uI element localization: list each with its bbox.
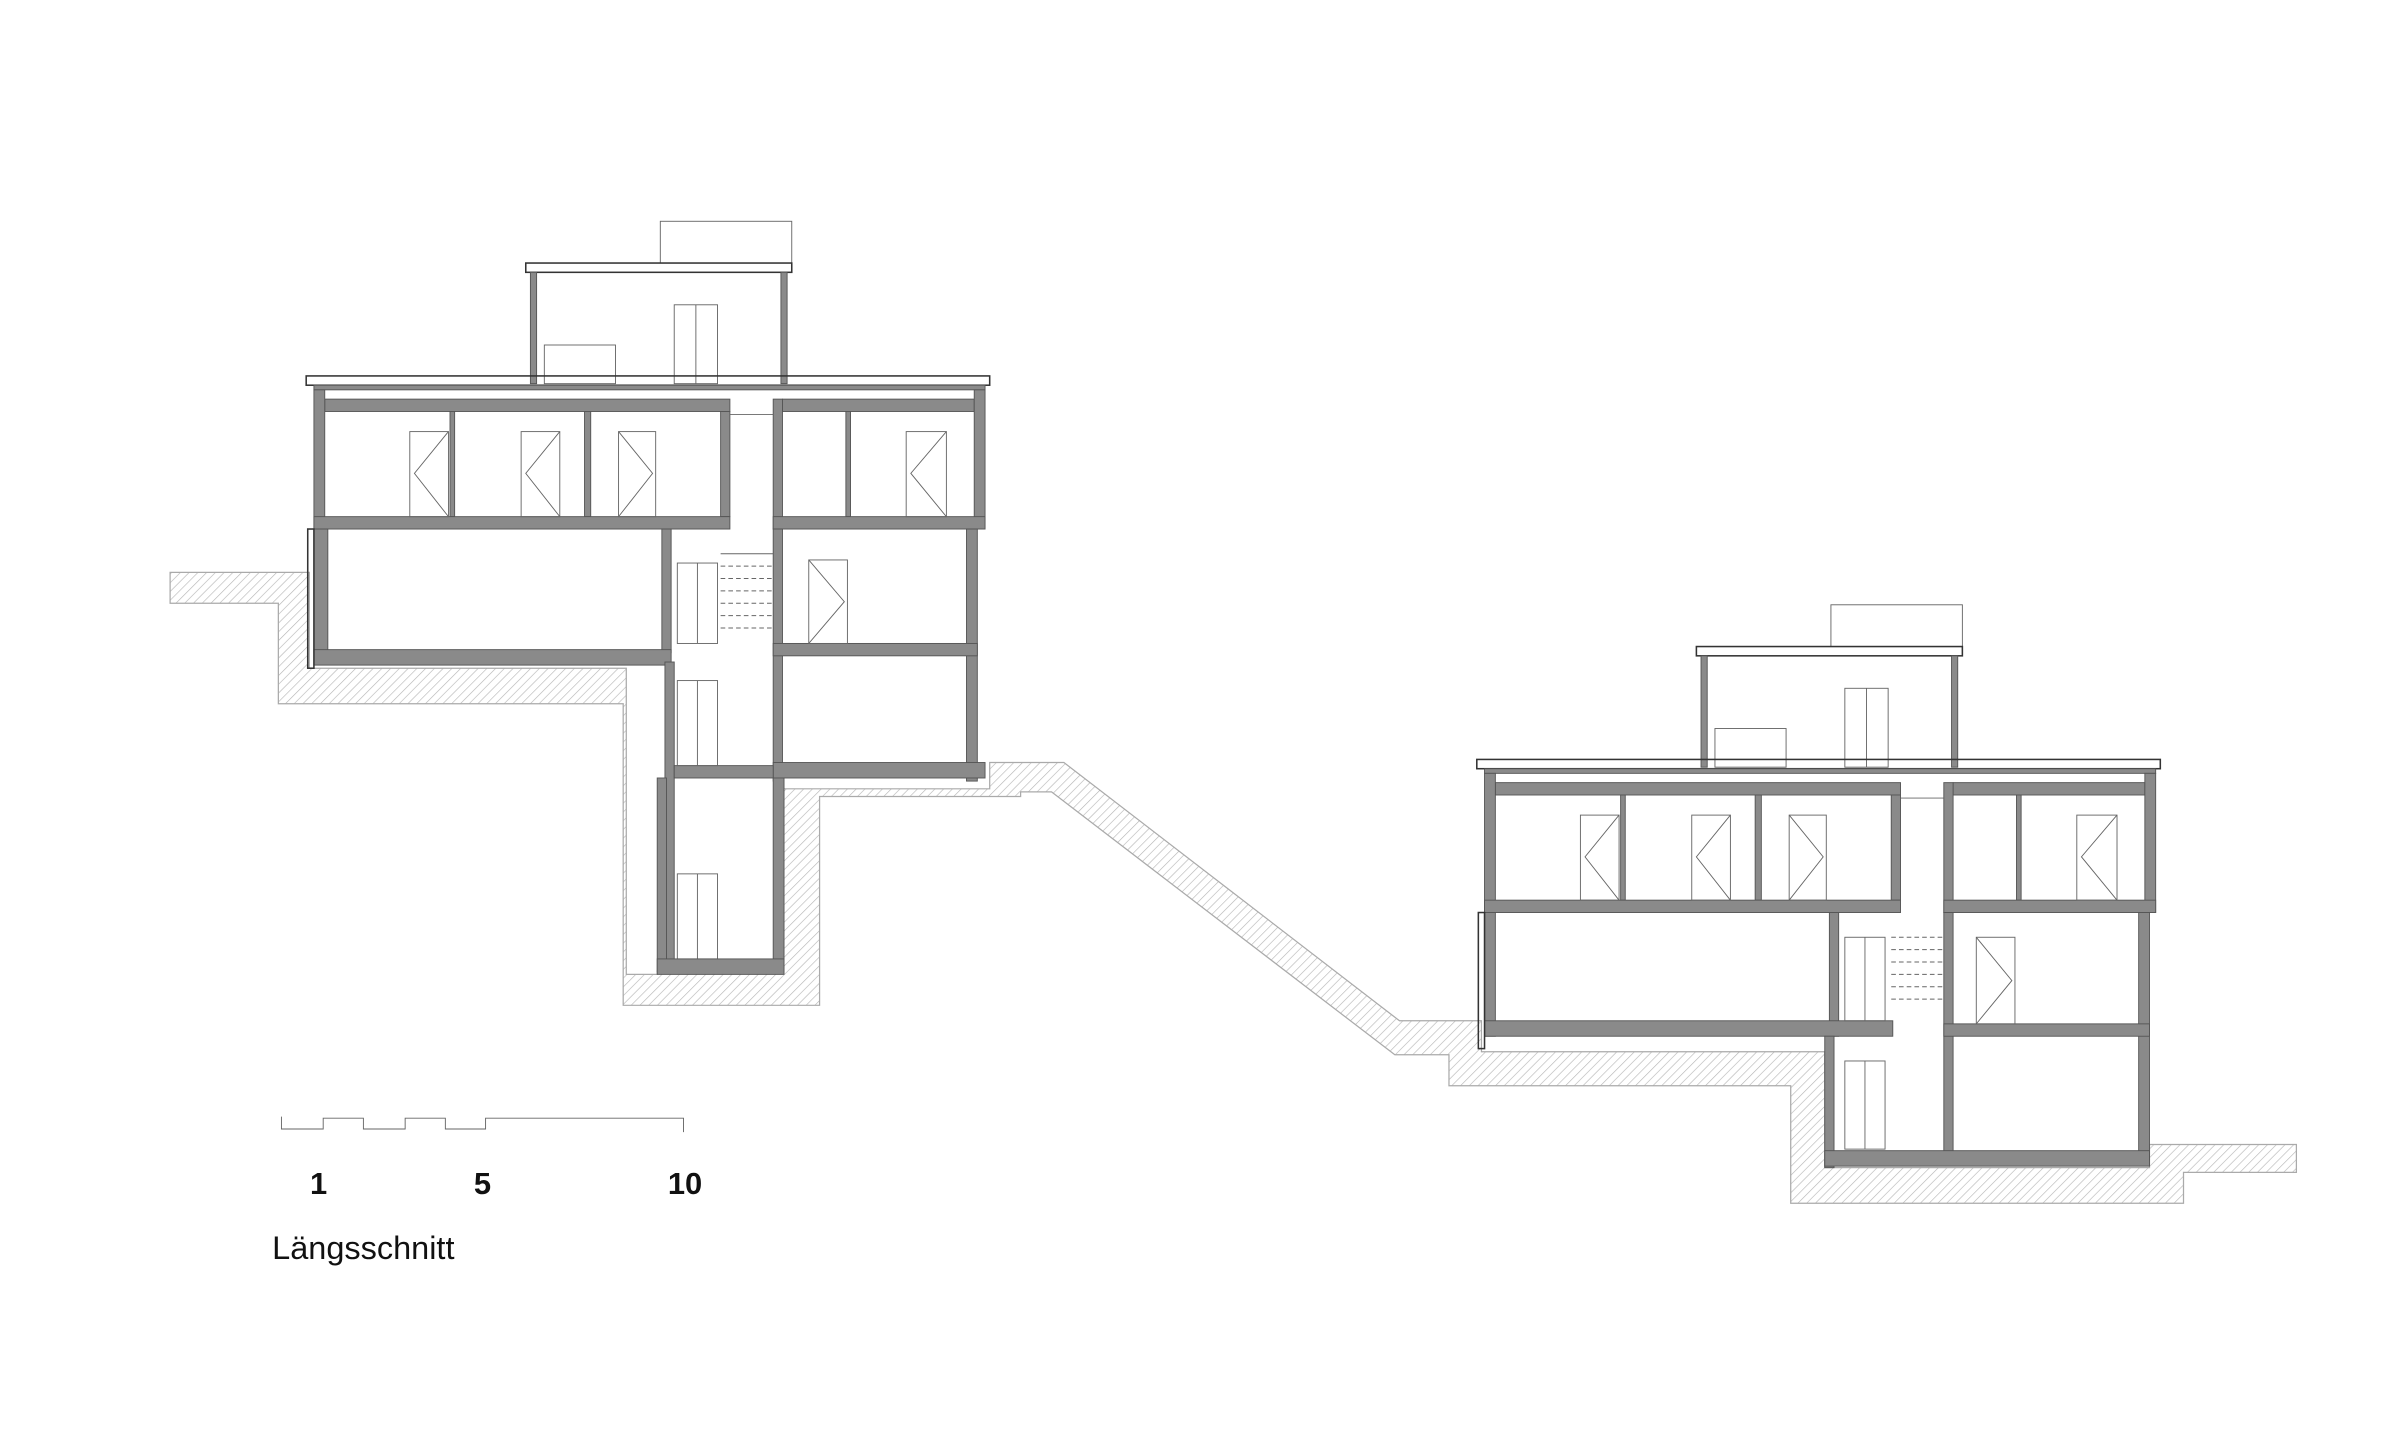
scale-bar: 1 5 10: [280, 1116, 702, 1201]
scale-label-5: 5: [474, 1166, 491, 1201]
scale-label-1: 1: [310, 1166, 327, 1201]
scale-label-10: 10: [668, 1166, 702, 1201]
terrain: [169, 571, 2298, 1204]
stair: [720, 553, 774, 629]
building-lower-house: [1476, 604, 2162, 1169]
drawing-title: Längsschnitt: [272, 1230, 454, 1266]
building-upper-house: [305, 220, 991, 975]
